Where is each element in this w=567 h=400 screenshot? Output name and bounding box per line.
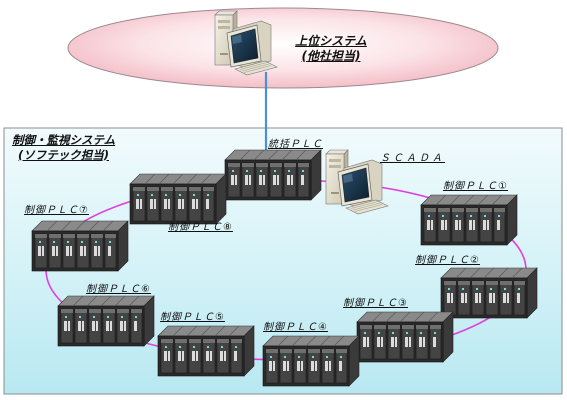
master-plc-icon <box>224 149 322 201</box>
plc-4-label: 制御ＰＬＣ④ <box>263 322 328 333</box>
plc-7-label: 制御ＰＬＣ⑦ <box>24 205 89 216</box>
plc-6-icon <box>57 295 155 347</box>
upper-system-owner: (他社担当) <box>301 49 361 63</box>
upper-system-zone <box>67 7 499 89</box>
upper-system-name: 上位システム <box>295 34 367 48</box>
upper-system-title: 上位システム (他社担当) <box>276 34 386 64</box>
control-system-title: 制御・監視システム (ソフテック担当) <box>12 133 115 163</box>
plc-1-label: 制御ＰＬＣ① <box>443 181 508 192</box>
plc-2-label: 制御ＰＬＣ② <box>415 255 480 266</box>
plc-8-label: 制御ＰＬＣ⑧ <box>168 222 233 233</box>
plc-3-icon <box>356 311 454 363</box>
master-plc-label: 統括ＰＬＣ <box>268 139 323 150</box>
plc-2-icon <box>440 267 538 319</box>
control-system-owner: (ソフテック担当) <box>18 148 110 162</box>
scada-label: ＳＣＡＤＡ <box>380 153 445 164</box>
plc-3-label: 制御ＰＬＣ③ <box>343 298 408 309</box>
plc-8-icon <box>129 173 227 225</box>
plc-5-icon <box>157 325 255 377</box>
plc-4-icon <box>262 335 360 387</box>
plc-7-icon <box>31 220 129 272</box>
plc-1-icon <box>420 194 518 246</box>
plc-6-label: 制御ＰＬＣ⑥ <box>86 284 151 295</box>
plc-5-label: 制御ＰＬＣ⑤ <box>160 312 225 323</box>
control-system-name: 制御・監視システム <box>12 133 116 147</box>
